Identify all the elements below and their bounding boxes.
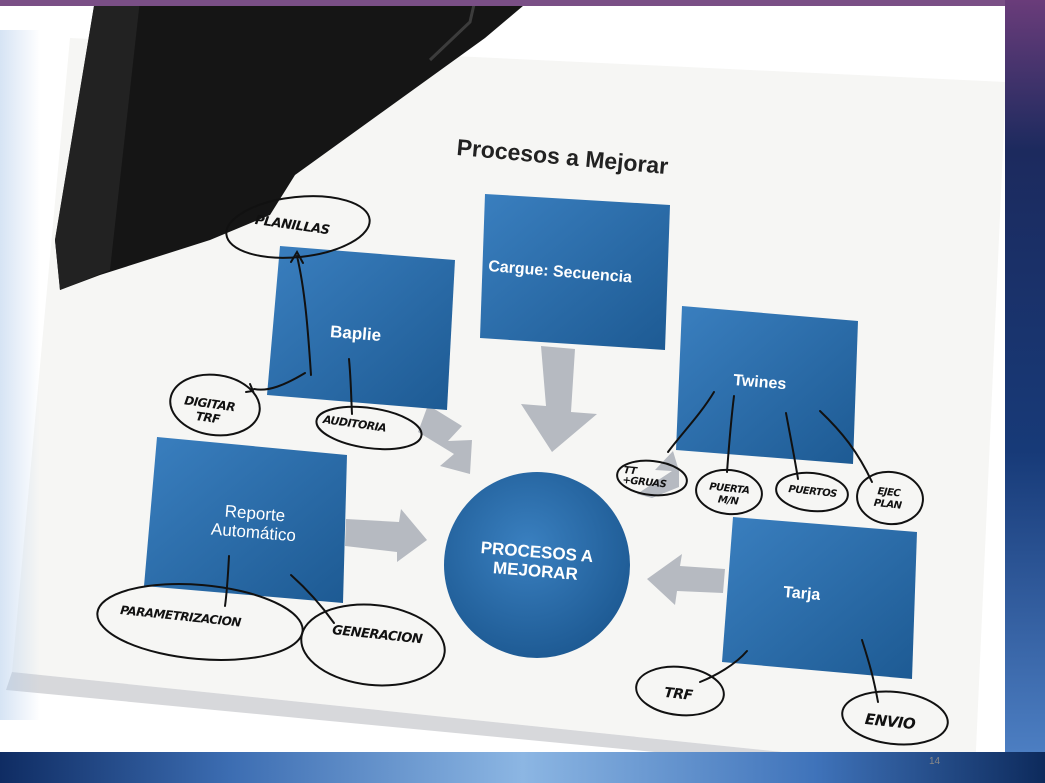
left-glow: [0, 30, 40, 720]
handwritten-circles: [96, 195, 949, 746]
bottom-frame-band: [0, 752, 1045, 783]
arrow-twines-diag: [637, 451, 679, 498]
arrow-tarja-left: [647, 554, 725, 605]
note-puertos-circle: [775, 471, 849, 513]
box-cargue: [480, 194, 670, 350]
box-tarja: [722, 517, 917, 679]
center-circle: [444, 472, 630, 658]
note-ejec-circle: [856, 470, 924, 526]
note-digitar-circle: [169, 373, 261, 437]
arrow-reporte-right: [345, 509, 427, 562]
note-gener-circle: [300, 603, 446, 687]
note-puerta-circle: [695, 468, 763, 516]
page-number: 14: [929, 756, 941, 767]
note-auditoria-circle: [315, 405, 423, 451]
note-tt-circle: [616, 459, 688, 497]
box-baplie-label: Baplie: [329, 322, 382, 346]
note-ejec: EJEC PLAN: [864, 485, 911, 514]
right-frame-edge: [1005, 0, 1045, 752]
box-baplie: [267, 246, 455, 410]
arrow-cargue-down: [521, 346, 597, 452]
note-planillas-circle: [225, 195, 371, 259]
handwritten-lines: [224, 249, 879, 703]
box-tarja-label: Tarja: [782, 584, 821, 604]
box-reporte: [144, 437, 347, 603]
arrow-baplie-diag: [418, 405, 472, 474]
top-frame-band: [0, 0, 1045, 6]
note-envio-circle: [841, 690, 949, 746]
tablet-device: [55, 0, 530, 290]
note-trf: TRF: [663, 685, 694, 704]
arrows: [345, 346, 725, 605]
note-trf-circle: [635, 665, 725, 717]
process-boxes: [144, 194, 917, 679]
box-twines: [676, 306, 858, 464]
note-puerta: PUERTA M/N: [702, 481, 754, 510]
